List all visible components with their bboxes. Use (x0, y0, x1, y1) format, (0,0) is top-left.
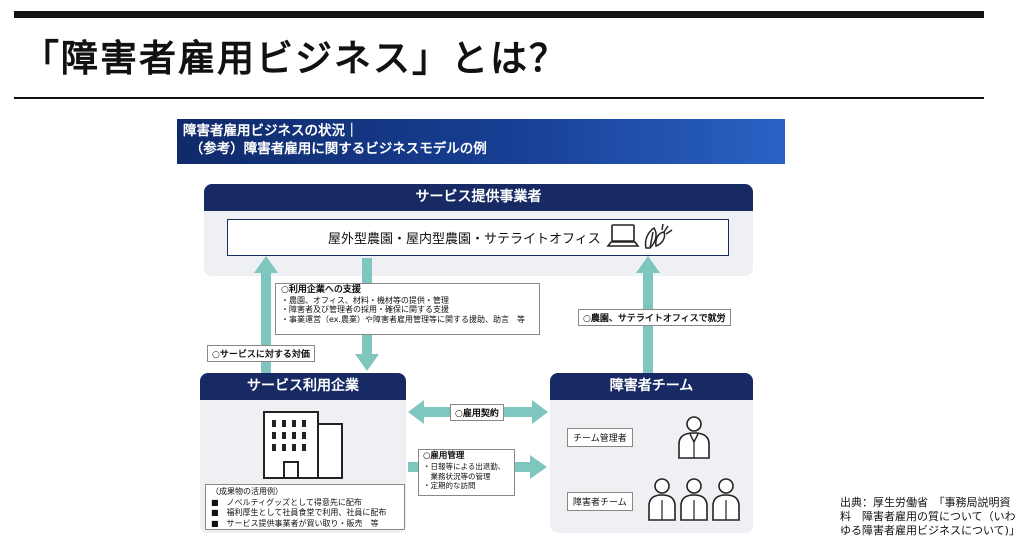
support-item: ・事業運営（ex.農業）や障害者雇用管理等に関する援助、助言 等 (281, 314, 526, 324)
management-item: ・日報等による出退勤、 (423, 461, 506, 471)
title-underline (14, 97, 984, 99)
example-item: ■ サービス提供事業者が買い取り・販売 等 (211, 518, 379, 528)
support-item: ・農園、オフィス、材料・機材等の提供・管理 (281, 295, 449, 305)
company-examples: （成果物の活用例） ■ ノベルティグッズとして得意先に配布 ■ 福利厚生として社… (205, 484, 405, 530)
work-label: ○農園、サテライトオフィスで就労 (578, 309, 731, 326)
team-manager-label: チーム管理者 (567, 428, 633, 447)
example-item: ■ ノベルティグッズとして得意先に配布 (211, 497, 362, 507)
provider-icons (606, 223, 673, 249)
laptop-icon (606, 224, 640, 247)
team-members-icon (648, 478, 740, 521)
management-item: ・定期的な訪問 (423, 481, 476, 491)
office-building-icon (263, 411, 343, 479)
example-item: ■ 福利厚生として社員食堂で利用、社員に配布 (211, 508, 387, 517)
management-heading: ○雇用管理 (423, 451, 465, 461)
diagram-header-line2: （参考）障害者雇用に関するビジネスモデルの例 (183, 141, 487, 157)
support-item: ・障害者及び管理者の採用・確保に関する支援 (281, 305, 449, 315)
management-box: ○雇用管理 ・日報等による出退勤、 業務状況等の管理 ・定期的な訪問 (418, 449, 515, 496)
support-box: ○利用企業への支援 ・農園、オフィス、材料・機材等の提供・管理 ・障害者及び管理… (275, 283, 540, 335)
payment-arrow-up (254, 256, 278, 373)
vegetables-icon (644, 223, 673, 249)
source-credit: 出典：厚生労働省 「事務局説明資料 障害者雇用の質について（いわゆる障害者雇用ビ… (840, 496, 1020, 537)
team-members-label: 障害者チーム (567, 492, 633, 511)
team-title: 障害者チーム (550, 373, 753, 400)
manager-person-icon (678, 416, 710, 459)
diagram-header: 障害者雇用ビジネスの状況｜ （参考）障害者雇用に関するビジネスモデルの例 (177, 119, 785, 164)
support-heading: ○利用企業への支援 (281, 285, 361, 295)
page-title: 「障害者雇用ビジネス」とは？ (22, 37, 568, 80)
payment-label: ○サービスに対する対価 (207, 345, 315, 362)
company-title: サービス利用企業 (200, 373, 406, 400)
provider-title: サービス提供事業者 (204, 184, 753, 211)
provider-offer-text: 屋外型農園・屋内型農園・サテライトオフィス (328, 232, 601, 247)
management-item: 業務状況等の管理 (423, 471, 491, 481)
diagram-header-line1: 障害者雇用ビジネスの状況｜ (183, 123, 359, 139)
examples-heading: （成果物の活用例） (211, 487, 283, 496)
provider-offer-box (227, 219, 729, 256)
contract-label: ○雇用契約 (450, 404, 504, 421)
top-rule (14, 11, 984, 18)
